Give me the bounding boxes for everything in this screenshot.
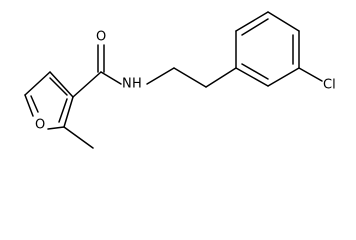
furan-oxygen-label: O	[35, 118, 45, 133]
bond-b6-b1	[235, 67, 269, 87]
bond-b2-b3-inner	[241, 18, 269, 36]
benzene-ring	[235, 11, 300, 87]
amide-nitrogen-label: N	[122, 77, 132, 92]
bond-n-ch2	[146, 67, 175, 85]
structure-canvas: O N H O Cl	[24, 11, 336, 149]
bond-c5-o	[24, 94, 34, 117]
carbonyl-oxygen-label: O	[96, 30, 106, 45]
bond-ch2-ch2	[173, 67, 207, 88]
bond-b6-b1-inner	[241, 63, 269, 80]
bond-c3-c4	[49, 71, 74, 98]
bond-c3-c4-inner	[49, 77, 68, 96]
bond-b5-b6	[267, 67, 300, 87]
bond-ring-carbonyl	[72, 71, 102, 98]
furan-ring	[24, 71, 74, 130]
chlorine-label: Cl	[323, 78, 336, 93]
amide-hydrogen-label: H	[132, 77, 142, 92]
bond-methyl	[63, 126, 94, 149]
bond-c4-c5	[24, 71, 51, 96]
bond-o-c2	[47, 126, 65, 130]
bond-b3-b4	[267, 11, 300, 32]
bond-aryl-cl	[298, 67, 323, 82]
amide-group	[72, 44, 122, 98]
bond-ch2-aryl	[205, 67, 237, 88]
bond-c2-c3-inner	[58, 98, 68, 123]
bond-c5-o-inner	[30, 95, 39, 113]
molecule-drawing: O N H O Cl	[24, 11, 336, 149]
bond-b2-b3	[235, 11, 269, 32]
bond-carbonyl-n	[100, 71, 122, 85]
bond-c2-c3	[63, 96, 74, 128]
